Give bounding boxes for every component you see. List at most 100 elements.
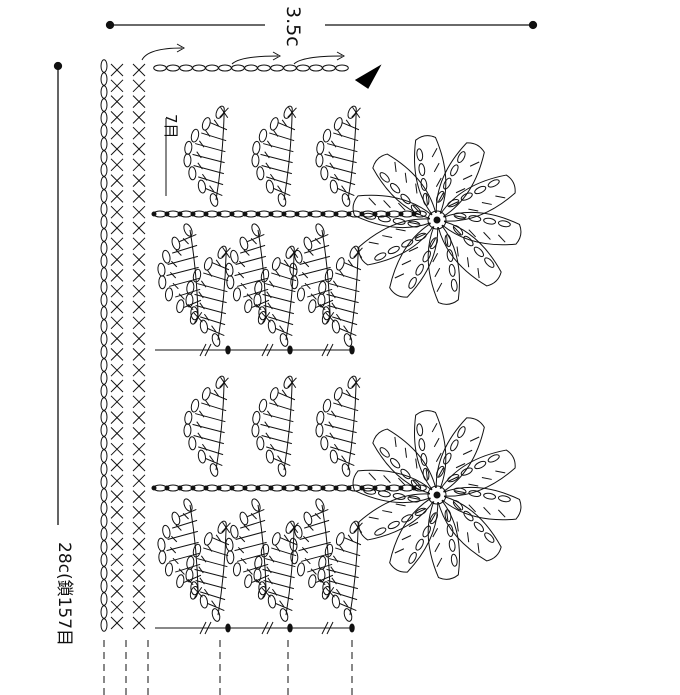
chain-stitch: [474, 460, 487, 470]
dc-bar: [169, 546, 177, 554]
dc-bar: [265, 432, 271, 440]
treble-crochet: [436, 557, 443, 567]
treble-crochet: [368, 241, 379, 245]
single-crochet-mark: [110, 111, 124, 124]
single-crochet-mark: [110, 142, 124, 156]
double-crochet: [240, 519, 266, 529]
chain-stitch: [279, 333, 289, 347]
chain-stitch: [468, 215, 482, 222]
chain-stitch: [252, 140, 261, 155]
single-crochet-mark: [110, 79, 124, 93]
slip-stitch-dot: [333, 211, 339, 217]
direction-arrow-icon: [272, 51, 282, 61]
dc-bar: [197, 162, 203, 170]
chain-stitch: [497, 220, 511, 228]
leaf-motif: [185, 520, 231, 622]
dc-bar: [333, 443, 340, 451]
single-crochet-mark: [132, 616, 146, 630]
double-crochet: [167, 530, 198, 540]
leaf-motif: [157, 498, 203, 600]
dc-bar: [171, 535, 178, 543]
chain-stitch: [453, 487, 467, 495]
treble-crochet: [434, 542, 441, 553]
chain-stitch: [184, 140, 193, 155]
chain-stitch: [443, 177, 452, 190]
flower-petal: [441, 212, 522, 246]
chain-stitch: [192, 64, 206, 72]
chain-stitch: [201, 387, 211, 401]
slip-stitch-dot: [255, 485, 261, 491]
single-crochet-mark: [132, 205, 146, 219]
dc-bar: [341, 185, 347, 193]
single-crochet-mark: [110, 395, 124, 409]
petal-outline: [437, 496, 502, 562]
petal-outline: [414, 410, 447, 490]
dimension-dot: [528, 20, 538, 30]
dc-bar: [246, 293, 253, 300]
single-crochet-mark: [132, 363, 146, 377]
chain-stitch: [226, 550, 235, 565]
double-crochet: [333, 402, 359, 412]
slip-stitch-dot: [294, 211, 300, 217]
flower-petal: [435, 142, 485, 218]
dc-bar: [205, 399, 211, 407]
treble-crochet: [466, 532, 470, 543]
double-crochet: [324, 153, 357, 164]
double-crochet: [265, 558, 296, 568]
single-crochet-mark: [132, 379, 146, 393]
chain-stitch: [457, 151, 466, 164]
dc-bar: [304, 557, 311, 565]
single-crochet-mark: [110, 506, 124, 519]
chain-stitch: [164, 287, 174, 302]
chain-stitch: [389, 182, 401, 194]
dc-bar: [331, 577, 337, 585]
chain-stitch: [190, 306, 199, 321]
slip-stitch-dot: [242, 211, 248, 217]
leaf-motif: [315, 105, 361, 207]
single-crochet-mark: [110, 379, 124, 393]
double-crochet: [195, 413, 226, 423]
dc-bar: [198, 410, 205, 418]
chain-stitch: [158, 550, 167, 565]
slip-stitch-dot: [287, 345, 293, 355]
chain-stitch: [176, 299, 185, 314]
petal-outline: [435, 142, 485, 218]
chain-stitch: [176, 574, 185, 589]
chain-stitch: [230, 249, 239, 264]
chain-stitch: [100, 241, 108, 255]
slip-stitch-dot: [385, 485, 391, 491]
leaf-motif: [251, 375, 297, 477]
single-crochet-mark: [132, 553, 146, 567]
dc-bar: [307, 524, 314, 531]
double-crochet: [263, 413, 294, 423]
chain-stitch: [100, 462, 108, 476]
treble-crochet: [481, 202, 492, 205]
single-crochet-mark: [132, 237, 146, 251]
treble-crochet: [468, 504, 477, 513]
single-crochet-mark: [110, 585, 124, 598]
double-crochet: [167, 255, 198, 265]
flower-petal: [427, 225, 460, 305]
height-label: 28c(鎖157目: [54, 542, 74, 647]
chain-stitch: [100, 72, 108, 86]
double-crochet: [332, 316, 358, 326]
dc-bar: [264, 421, 270, 429]
chain-stitch: [315, 498, 325, 512]
chain-stitch: [308, 574, 317, 589]
chain-stitch: [197, 179, 207, 194]
chain-rows: [141, 43, 427, 635]
chain-stitch: [414, 232, 427, 241]
double-crochet: [201, 132, 227, 142]
slip-stitch-dot: [320, 211, 326, 217]
treble-crochet: [425, 194, 428, 205]
double-crochet: [268, 591, 294, 601]
chain-stitch: [422, 467, 430, 481]
slip-stitch-dot: [216, 211, 222, 217]
single-crochet-mark: [353, 247, 363, 258]
chain-stitch: [100, 514, 108, 528]
slip-stitch-dot: [229, 211, 235, 217]
chain-stitch: [100, 163, 108, 177]
double-crochet: [327, 143, 358, 153]
flower-motif: [352, 135, 522, 305]
dimension-dot: [105, 20, 115, 30]
